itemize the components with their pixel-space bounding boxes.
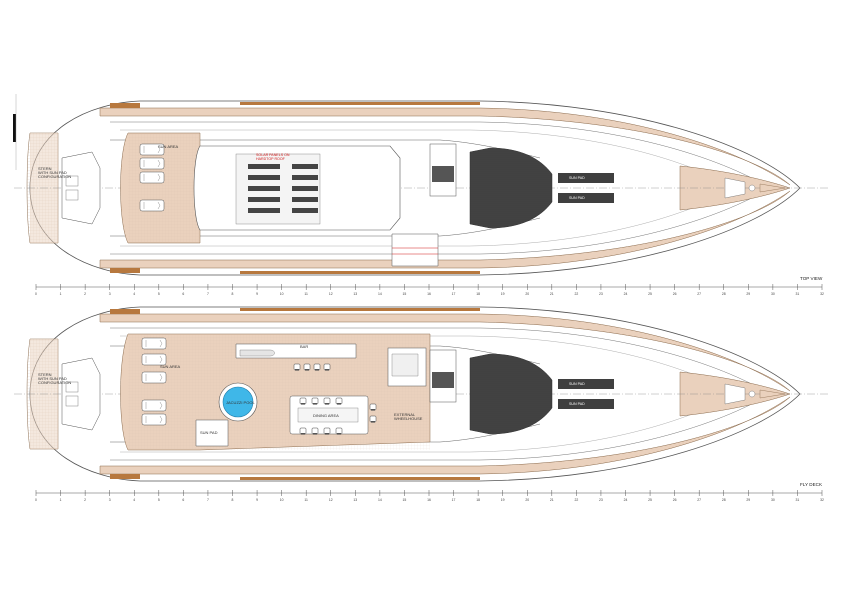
top-stern-note-1: STERN bbox=[38, 166, 52, 171]
scale-tick-label: 19 bbox=[501, 292, 505, 296]
scale-tick-label: 18 bbox=[476, 292, 480, 296]
scale-tick-label: 7 bbox=[207, 498, 209, 502]
scale-tick-label: 32 bbox=[820, 498, 824, 502]
top-view-title: TOP VIEW bbox=[800, 276, 823, 281]
scale-tick-label: 26 bbox=[673, 292, 677, 296]
fly-bow-sunpad-2: SUN PAD bbox=[569, 402, 585, 406]
top-sun-area-label: SUN AREA bbox=[158, 144, 179, 149]
scale-tick-label: 19 bbox=[501, 498, 505, 502]
scale-tick-label: 13 bbox=[353, 498, 357, 502]
top-stern-note-3: CONFIGURATION bbox=[38, 174, 71, 179]
scale-tick-label: 21 bbox=[550, 292, 554, 296]
scale-tick-label: 11 bbox=[304, 292, 308, 296]
scale-tick-label: 32 bbox=[820, 292, 824, 296]
scale-tick-label: 31 bbox=[796, 498, 800, 502]
scale-tick-label: 7 bbox=[207, 292, 209, 296]
scale-tick-label: 22 bbox=[574, 498, 578, 502]
scale-tick-label: 16 bbox=[427, 498, 431, 502]
top-red-note-2: HARDTOP ROOF bbox=[256, 157, 286, 161]
scale-tick-label: 28 bbox=[722, 498, 726, 502]
fly-deck-title: FLY DECK bbox=[800, 482, 823, 487]
scale-tick-label: 1 bbox=[60, 498, 62, 502]
wheelhouse-label-2: WHEELHOUSE bbox=[394, 416, 423, 421]
scale-tick-label: 9 bbox=[256, 292, 258, 296]
jacuzzi-label: JACUZZI POOL bbox=[226, 400, 255, 405]
top-bow-sunpad-2: SUN PAD bbox=[569, 196, 585, 200]
fly-stern-note-3: CONFIGURATION bbox=[38, 380, 71, 385]
scale-tick-label: 31 bbox=[796, 292, 800, 296]
scale-tick-label: 10 bbox=[280, 292, 284, 296]
top-stern-note-2: WITH SUN PAD bbox=[38, 170, 67, 175]
jacuzzi-pool bbox=[218, 382, 258, 422]
scale-tick-label: 17 bbox=[452, 498, 456, 502]
scale-tick-label: 6 bbox=[182, 292, 184, 296]
dining-area-label: DINING AREA bbox=[313, 413, 339, 418]
scale-tick-label: 20 bbox=[525, 292, 529, 296]
scale-tick-label: 27 bbox=[697, 292, 701, 296]
scale-tick-label: 4 bbox=[133, 292, 135, 296]
scale-tick-label: 11 bbox=[304, 498, 308, 502]
scale-tick-label: 12 bbox=[329, 292, 333, 296]
scale-tick-label: 4 bbox=[133, 498, 135, 502]
scale-tick-label: 5 bbox=[158, 498, 160, 502]
scale-tick-label: 9 bbox=[256, 498, 258, 502]
fly-sun-area-label: SUN AREA bbox=[160, 364, 181, 369]
scale-tick-label: 17 bbox=[452, 292, 456, 296]
fly-deck-plan: SUN AREA JACUZZI POOL DINING AREA SUN PA… bbox=[13, 306, 831, 487]
bar-label: BAR bbox=[300, 344, 308, 349]
scale-tick-label: 10 bbox=[280, 498, 284, 502]
fly-stern-note-2: WITH SUN PAD bbox=[38, 376, 67, 381]
scale-tick-label: 6 bbox=[182, 498, 184, 502]
scale-tick-label: 0 bbox=[35, 498, 37, 502]
scale-tick-label: 3 bbox=[109, 292, 111, 296]
scale-tick-label: 22 bbox=[574, 292, 578, 296]
scale-tick-label: 24 bbox=[624, 498, 628, 502]
scale-tick-label: 15 bbox=[403, 498, 407, 502]
scale-tick-label: 3 bbox=[109, 498, 111, 502]
scale-tick-label: 20 bbox=[525, 498, 529, 502]
top-bow-sunpad-1: SUN PAD bbox=[569, 176, 585, 180]
scale-tick-label: 2 bbox=[84, 498, 86, 502]
scale-tick-label: 27 bbox=[697, 498, 701, 502]
top-view-plan: SUN AREA SOLAR PANELS ON HARDTOP ROOF ST… bbox=[13, 100, 831, 281]
scale-tick-label: 2 bbox=[84, 292, 86, 296]
fly-stern-note-1: STERN bbox=[38, 372, 52, 377]
scale-tick-label: 23 bbox=[599, 292, 603, 296]
margin-marker bbox=[13, 114, 16, 142]
scale-tick-label: 25 bbox=[648, 292, 652, 296]
scale-tick-label: 29 bbox=[746, 292, 750, 296]
scale-tick-label: 26 bbox=[673, 498, 677, 502]
scale-tick-label: 5 bbox=[158, 292, 160, 296]
scale-tick-label: 30 bbox=[771, 498, 775, 502]
scale-tick-label: 25 bbox=[648, 498, 652, 502]
scale-tick-label: 14 bbox=[378, 498, 382, 502]
fly-bow-sunpad-1: SUN PAD bbox=[569, 382, 585, 386]
wheelhouse-label-1: EXTERNAL bbox=[394, 412, 416, 417]
scale-tick-label: 30 bbox=[771, 292, 775, 296]
scale-tick-label: 12 bbox=[329, 498, 333, 502]
scale-tick-label: 13 bbox=[353, 292, 357, 296]
scale-tick-label: 14 bbox=[378, 292, 382, 296]
scale-tick-label: 18 bbox=[476, 498, 480, 502]
scale-tick-label: 8 bbox=[232, 498, 234, 502]
fly-sun-pad-label: SUN PAD bbox=[200, 430, 218, 435]
scale-tick-label: 29 bbox=[746, 498, 750, 502]
scale-tick-label: 23 bbox=[599, 498, 603, 502]
top-red-note-1: SOLAR PANELS ON bbox=[256, 153, 290, 157]
solar-panels bbox=[248, 164, 318, 213]
scale-tick-label: 8 bbox=[232, 292, 234, 296]
scale-tick-label: 1 bbox=[60, 292, 62, 296]
scale-tick-label: 16 bbox=[427, 292, 431, 296]
scale-tick-label: 15 bbox=[403, 292, 407, 296]
scale-tick-label: 0 bbox=[35, 292, 37, 296]
scale-tick-label: 24 bbox=[624, 292, 628, 296]
scale-tick-label: 28 bbox=[722, 292, 726, 296]
scale-tick-label: 21 bbox=[550, 498, 554, 502]
